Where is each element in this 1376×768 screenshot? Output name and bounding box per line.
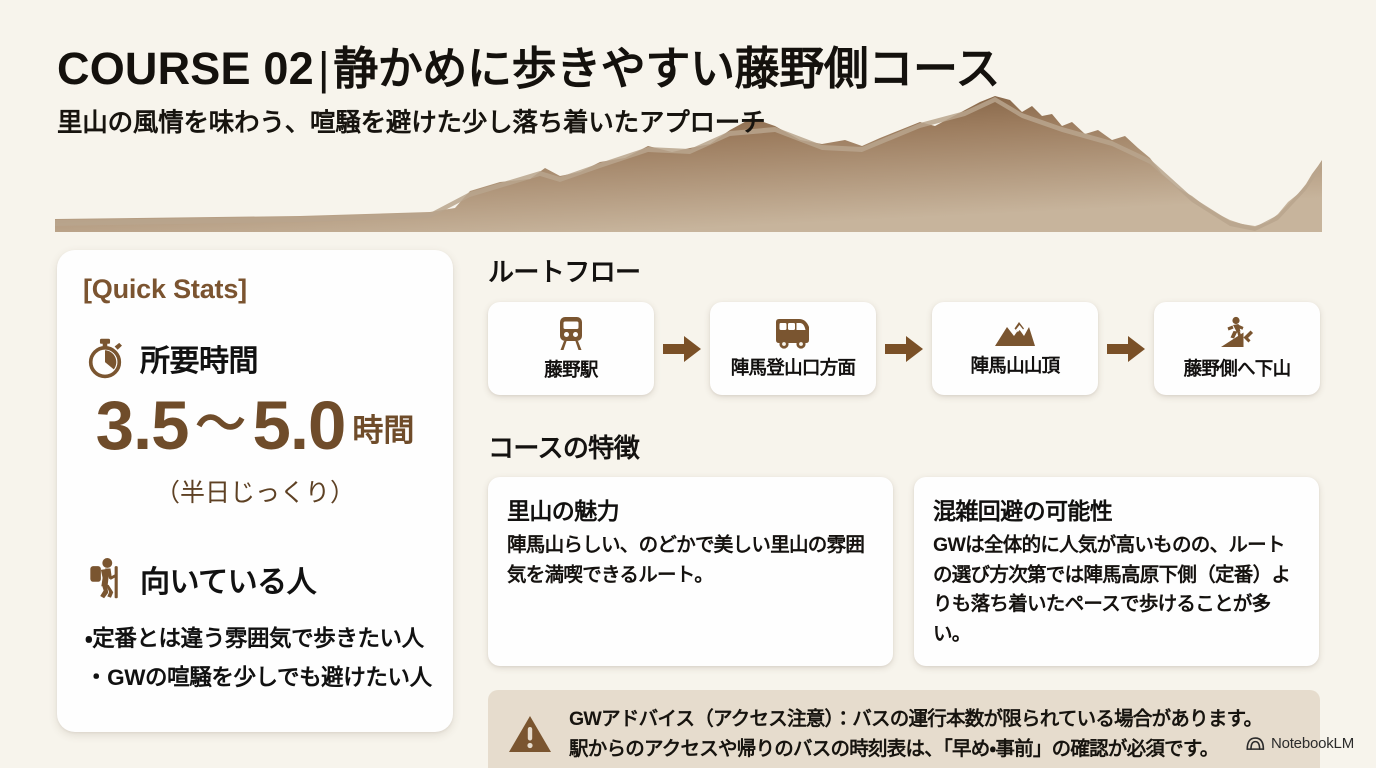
hiker-icon — [83, 556, 127, 602]
route-arrow-1 — [654, 335, 710, 362]
footer-brand: NotebookLM — [1246, 735, 1354, 752]
audience-label: 向いている人 — [140, 566, 317, 599]
route-step-summit[interactable]: 陣馬山山頂 — [932, 302, 1098, 395]
advice-text: GWアドバイス（アクセス注意）：バスの運行本数が限られている場合があります。 駅… — [569, 704, 1263, 764]
advice-line-2: 駅からのアクセスや帰りのバスの時刻表は、「早め・事前」の確認が必須です。 — [569, 737, 1219, 760]
route-step-label: 藤野駅 — [544, 359, 598, 380]
route-arrow-3 — [1098, 335, 1154, 362]
hiking-descent-icon — [1216, 316, 1258, 352]
route-flow-heading: ルートフロー — [488, 257, 641, 287]
notebooklm-icon — [1246, 736, 1265, 751]
duration-note: （半日じっくり） — [154, 479, 355, 507]
footer-brand-name: NotebookLM — [1270, 735, 1354, 752]
duration-min: 3.5 — [95, 387, 190, 464]
route-step-label: 陣馬登山口方面 — [730, 357, 856, 378]
route-step-station[interactable]: 藤野駅 — [488, 302, 654, 395]
route-flow: 藤野駅 — [488, 302, 1320, 395]
title-main: 静かめに歩きやすい藤野側コース — [333, 43, 1000, 94]
warning-triangle-icon — [508, 714, 552, 754]
list-item: ・定番とは違う雰囲気で歩きたい人 — [85, 626, 424, 651]
duration-heading-row: 所要時間 — [83, 336, 427, 380]
route-arrow-2 — [876, 335, 932, 362]
feature-body: 陣馬山らしい、のどかで美しい里山の雰囲気を満喫できるルート。 — [507, 534, 865, 586]
page-subtitle: 里山の風情を味わう、喧騒を避けた少し落ち着いたアプローチ — [57, 109, 766, 138]
feature-body: GWは全体的に人気が高いものの、ルートの選び方次第では陣馬高原下側（定番）よりも… — [933, 534, 1291, 645]
route-step-descent[interactable]: 藤野側へ下山 — [1154, 302, 1320, 395]
duration-range-tilde: 〜 — [195, 396, 246, 452]
header: COURSE 02|静かめに歩きやすい藤野側コース 里山の風情を味わう、喧騒を避… — [0, 0, 1376, 232]
feature-card-satoyama: 里山の魅力 陣馬山らしい、のどかで美しい里山の雰囲気を満喫できるルート。 — [488, 477, 893, 666]
route-step-label: 藤野側へ下山 — [1183, 358, 1292, 379]
page-title: COURSE 02|静かめに歩きやすい藤野側コース — [57, 43, 1000, 94]
train-icon — [553, 315, 589, 353]
feature-card-crowd-avoidance: 混雑回避の可能性 GWは全体的に人気が高いものの、ルートの選び方次第では陣馬高原… — [914, 477, 1319, 666]
duration-max: 5.0 — [252, 387, 347, 464]
mountain-icon — [993, 319, 1037, 349]
duration-label: 所要時間 — [140, 345, 259, 378]
header-text-group: COURSE 02|静かめに歩きやすい藤野側コース 里山の風情を味わう、喧騒を避… — [57, 43, 1000, 139]
list-item: ・GWの喧騒を少しでも避けたい人 — [85, 665, 432, 691]
bus-icon — [773, 317, 813, 351]
advice-banner: GWアドバイス（アクセス注意）：バスの運行本数が限られている場合があります。 駅… — [488, 689, 1320, 768]
audience-list: ・定番とは違う雰囲気で歩きたい人 ・GWの喧騒を少しでも避けたい人 — [83, 619, 432, 698]
title-divider: | — [317, 43, 330, 94]
route-step-label: 陣馬山山頂 — [970, 355, 1060, 376]
quick-stats-title: [Quick Stats] — [83, 274, 247, 304]
duration-unit: 時間 — [352, 413, 415, 448]
features-row: 里山の魅力 陣馬山らしい、のどかで美しい里山の雰囲気を満喫できるルート。 混雑回… — [488, 477, 1320, 666]
features-heading: コースの特徴 — [488, 433, 640, 463]
course-label: COURSE 02 — [57, 43, 314, 94]
route-step-trailhead[interactable]: 陣馬登山口方面 — [710, 302, 876, 395]
stopwatch-icon — [83, 336, 127, 380]
right-column: ルートフロー 藤野駅 — [488, 252, 1320, 768]
feature-title: 里山の魅力 — [507, 498, 620, 524]
audience-heading-row: 向いている人 — [83, 556, 427, 602]
feature-title: 混雑回避の可能性 — [933, 498, 1113, 524]
advice-line-1: GWアドバイス（アクセス注意）：バスの運行本数が限られている場合があります。 — [569, 707, 1263, 730]
